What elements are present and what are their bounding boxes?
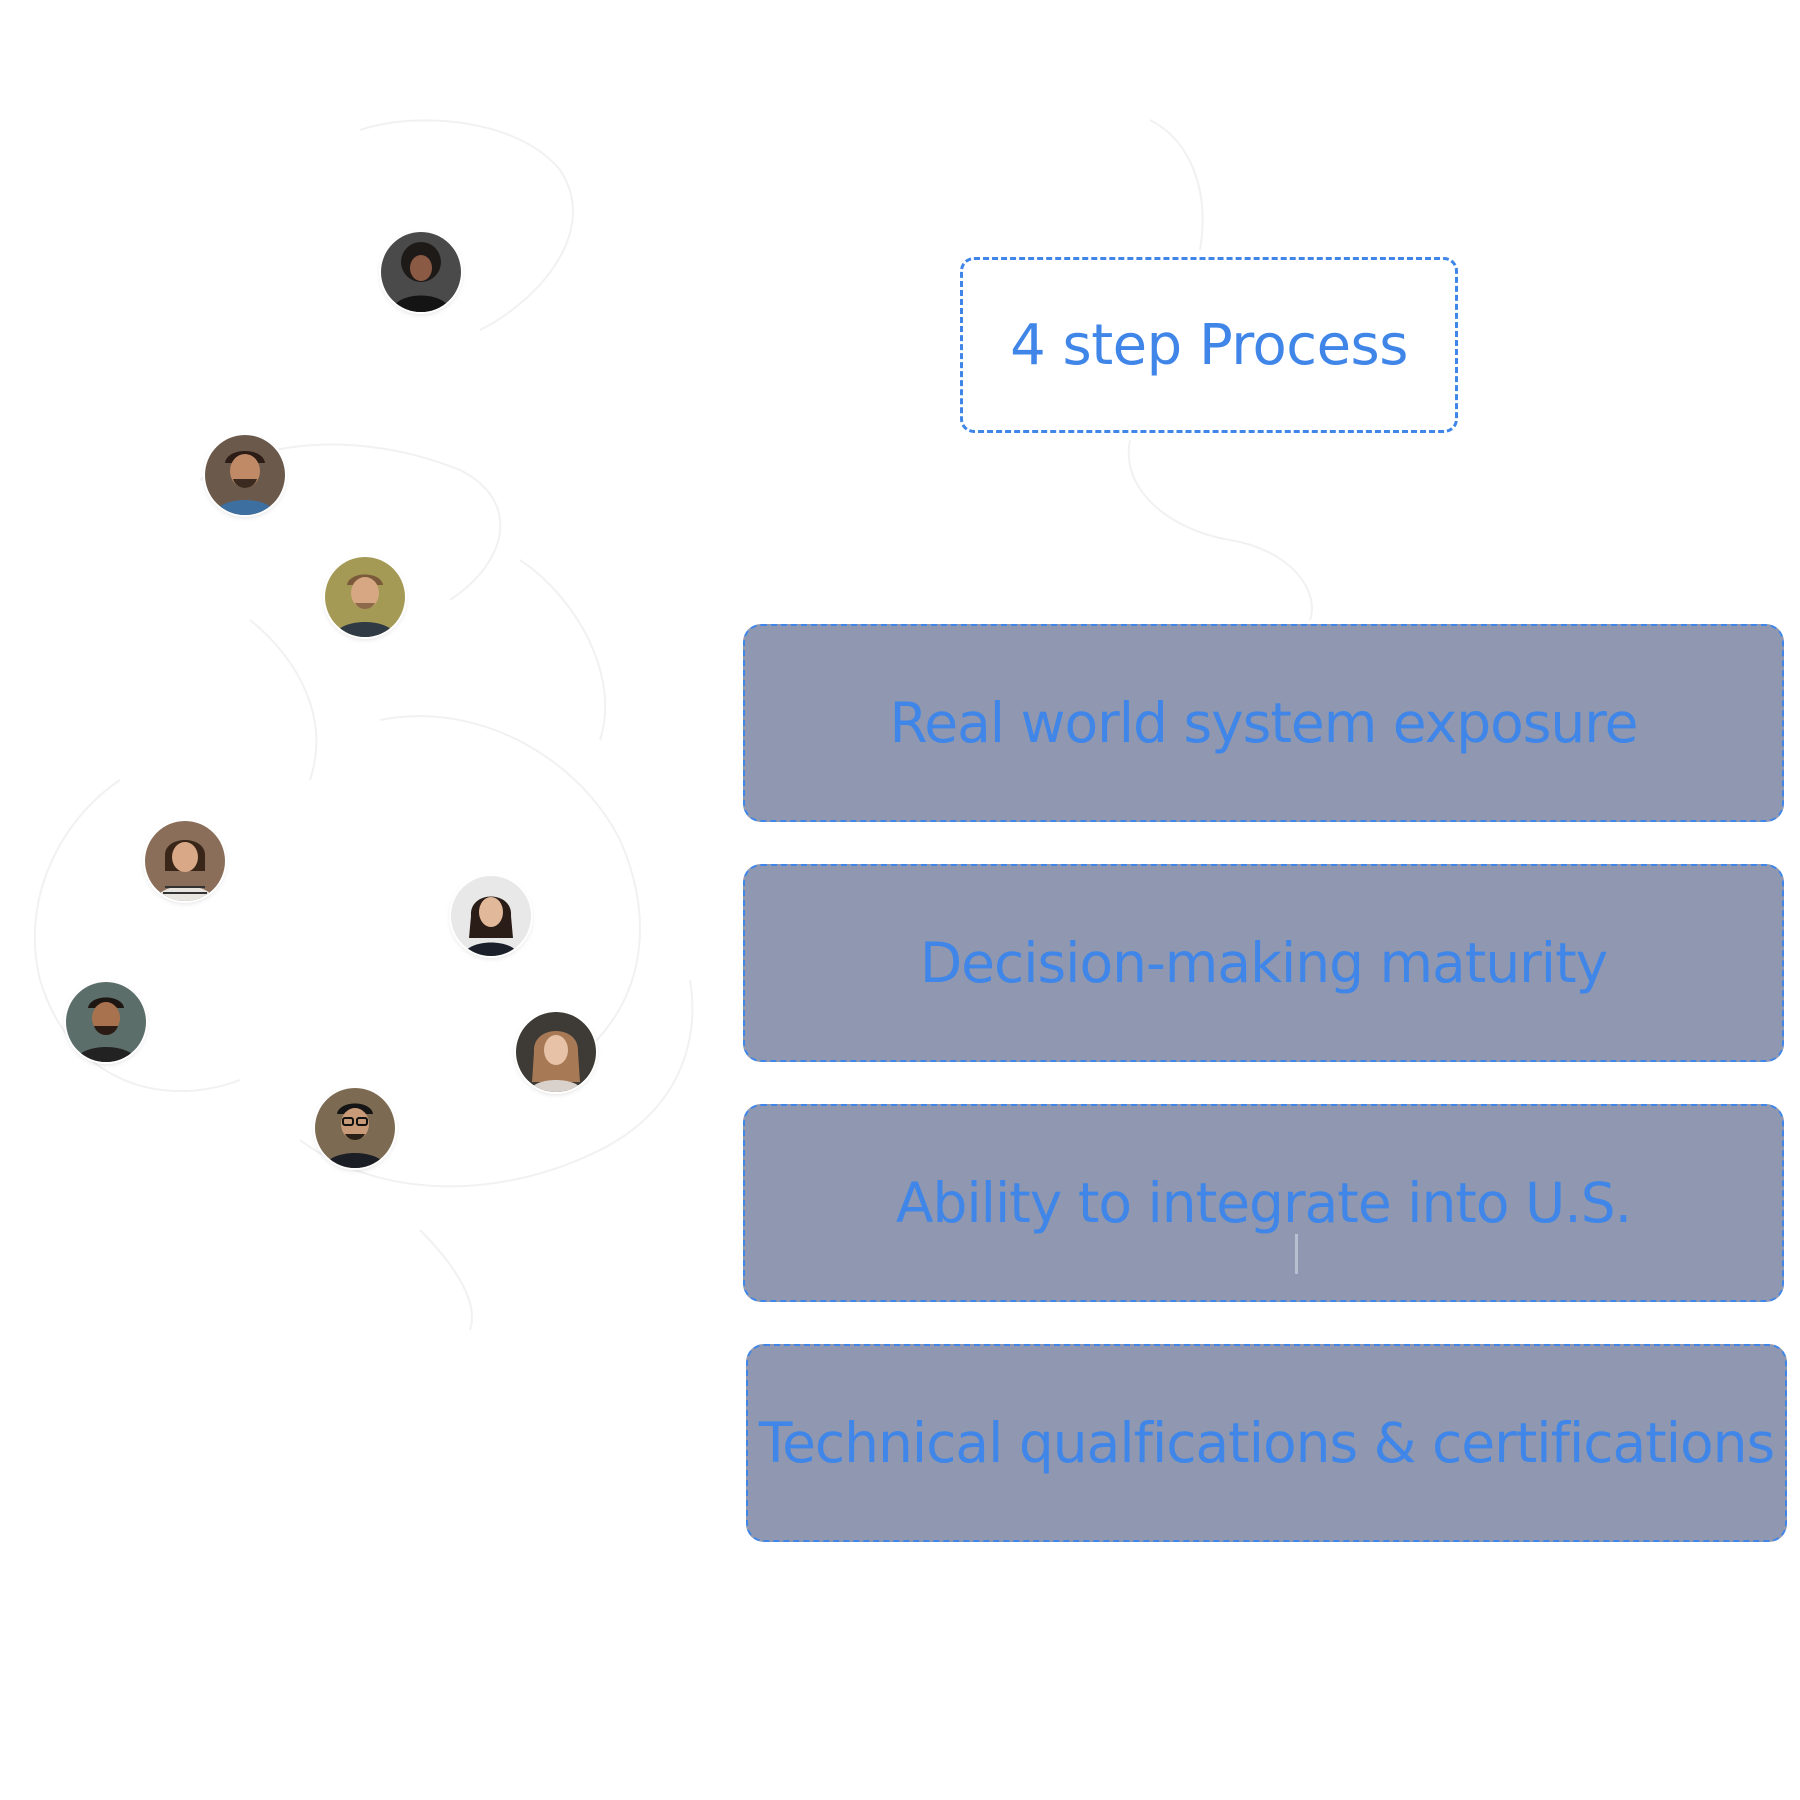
avatar-person-4 <box>145 821 225 901</box>
text-cursor <box>1295 1234 1298 1274</box>
step-4: Technical qualfications & certifications <box>746 1344 1787 1542</box>
avatar-person-8 <box>315 1088 395 1168</box>
process-title: 4 step Process <box>1010 313 1408 378</box>
avatar-person-7 <box>516 1012 596 1092</box>
step-label: Decision-making maturity <box>920 931 1607 995</box>
avatar-person-1 <box>381 232 461 312</box>
step-label: Real world system exposure <box>889 691 1637 755</box>
avatar-person-2 <box>205 435 285 515</box>
avatar-person-5 <box>451 876 531 956</box>
avatar-person-6 <box>66 982 146 1062</box>
avatar-person-3 <box>325 557 405 637</box>
step-3: Ability to integrate into U.S. <box>743 1104 1784 1302</box>
step-1: Real world system exposure <box>743 624 1784 822</box>
process-title-box: 4 step Process <box>960 257 1458 433</box>
step-label: Technical qualfications & certifications <box>759 1411 1774 1475</box>
step-2: Decision-making maturity <box>743 864 1784 1062</box>
step-label: Ability to integrate into U.S. <box>896 1171 1631 1235</box>
process-steps: Real world system exposure Decision-maki… <box>743 624 1784 1584</box>
